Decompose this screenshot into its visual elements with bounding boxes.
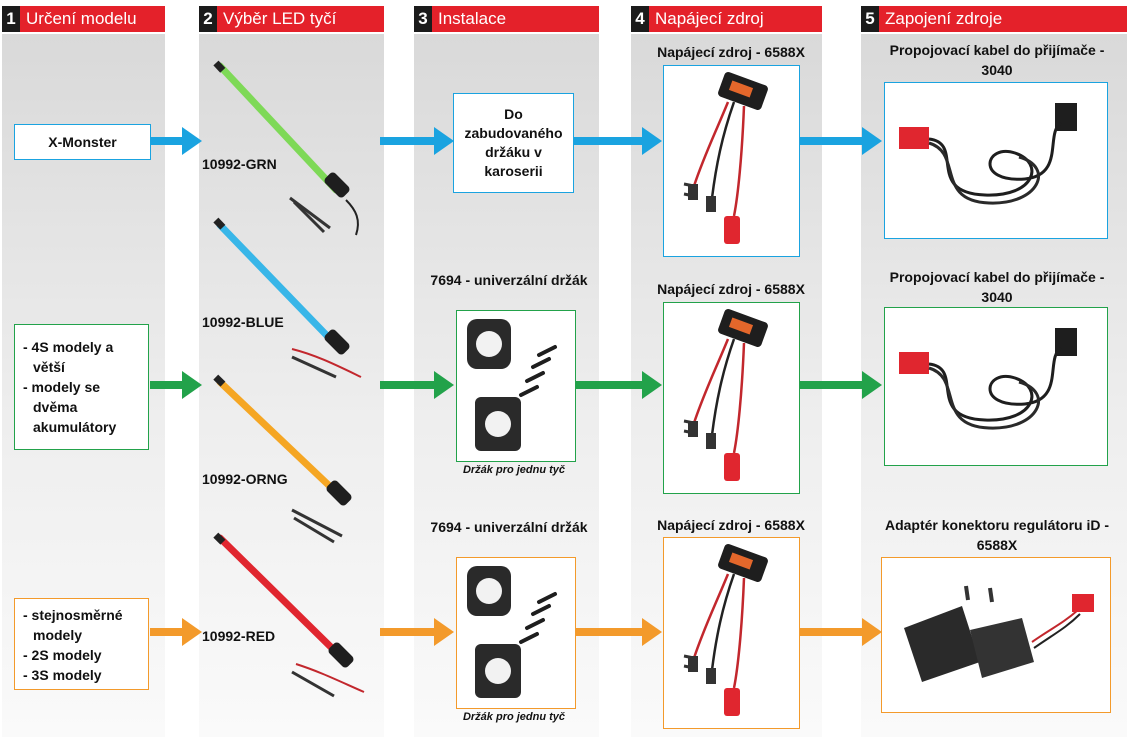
power-module-icon [683,309,768,481]
model-line: dvěma [33,399,78,415]
led-part-number: 10992-BLUE [202,314,284,330]
model-box-x-monster: X-Monster [14,124,151,160]
arrow-right-icon [574,371,662,399]
connection-title: Propojovací kabel do přijímače - 3040 [889,42,1105,78]
arrow-right-icon [150,371,202,399]
power-module-icon [683,544,768,716]
led-bar-red-image [213,532,365,698]
connection-title: Propojovací kabel do přijímače - 3040 [889,269,1105,305]
step-label: Výběr LED tyčí [223,9,337,28]
receiver-cable-icon [899,328,1077,430]
step-number: 5 [861,6,879,32]
universal-holder-image [456,310,576,462]
step-4-header: 4 Napájecí zdroj [631,6,822,32]
step-2-header: 2 Výběr LED tyčí [199,6,384,32]
arrow-right-icon [798,127,882,155]
power-supply-title: Napájecí zdroj - 6588X [657,281,805,297]
arrow-right-icon [380,371,454,399]
model-line: - 4S modely a [23,339,114,355]
arrow-right-icon [574,618,662,646]
arrow-right-icon [574,127,662,155]
receiver-cable-image [884,82,1108,239]
step-number: 3 [414,6,432,32]
arrow-right-icon [150,127,202,155]
built-in-holder-label: Do zabudovaného držáku v karoserii [464,106,563,179]
led-part-number: 10992-RED [202,628,276,644]
led-part-number: 10992-ORNG [202,471,288,487]
step-3-header: 3 Instalace [414,6,599,32]
receiver-cable-image [884,307,1108,466]
arrow-right-icon [380,618,454,646]
step-label: Zapojení zdroje [885,9,1003,28]
holder-caption: Držák pro jednu tyč [462,711,566,723]
model-box-4s: - 4S modely a větší - modely se dvěma ak… [14,324,149,450]
model-box-dc: - stejnosměrné modely - 2S modely - 3S m… [14,598,149,690]
step-label: Napájecí zdroj [655,9,764,28]
power-supply-title: Napájecí zdroj - 6588X [657,44,805,60]
arrow-right-icon [380,127,454,155]
led-part-number: 10992-GRN [202,156,277,172]
universal-holder-image [456,557,576,709]
holder-caption: Držák pro jednu tyč [462,464,566,476]
universal-holder-title: 7694 - univerzální držák [430,272,588,288]
model-line: - modely se [23,379,101,395]
arrow-right-icon [150,618,202,646]
built-in-holder-box: Do zabudovaného držáku v karoserii [453,93,574,193]
arrow-right-icon [798,371,882,399]
connection-title: Adaptér konektoru regulátoru iD - 6588X [884,517,1110,553]
step-5-header: 5 Zapojení zdroje [861,6,1127,32]
step-label: Určení modelu [26,9,137,28]
step-number: 2 [199,6,217,32]
universal-holder-title: 7694 - univerzální držák [430,519,588,535]
model-line: akumulátory [33,419,117,435]
model-line: - 2S modely [23,647,102,663]
id-adapter-image [881,557,1111,713]
step-number: 4 [631,6,649,32]
power-supply-title: Napájecí zdroj - 6588X [657,517,805,533]
led-bar-green-image [213,60,359,236]
led-bar-orange-image [213,374,352,544]
model-line: větší [33,359,65,375]
model-label: X-Monster [48,134,117,150]
led-bar-blue-image [213,217,362,379]
step-1-header: 1 Určení modelu [2,6,165,32]
holder-parts-icon [467,566,557,698]
arrow-right-icon [798,618,882,646]
step-label: Instalace [438,9,507,28]
holder-parts-icon [467,319,557,451]
model-line: modely [33,627,83,643]
power-supply-image [663,302,800,494]
step-number: 1 [2,6,20,32]
model-line: - 3S modely [23,667,102,683]
id-adapter-icon [904,585,1094,682]
column-2-background [199,34,384,737]
receiver-cable-icon [899,103,1077,205]
power-supply-image [663,65,800,257]
model-line: - stejnosměrné [23,607,123,623]
power-module-icon [683,72,768,244]
power-supply-image [663,537,800,729]
